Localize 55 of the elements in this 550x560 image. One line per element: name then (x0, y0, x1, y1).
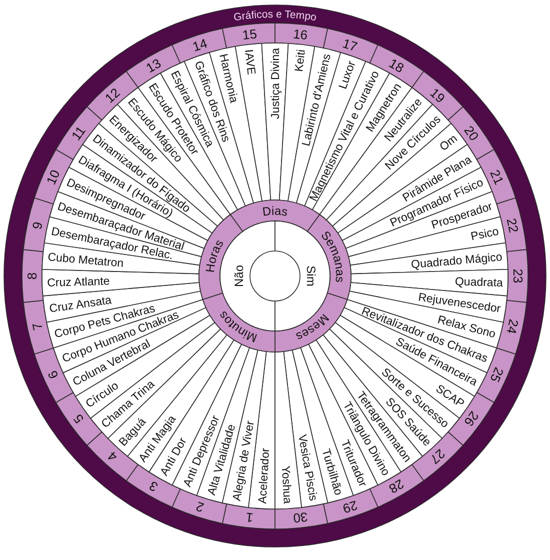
number-label: 2 (194, 498, 206, 516)
number-segment (222, 504, 276, 530)
number-label: 8 (24, 272, 40, 280)
number-label: 17 (340, 36, 360, 54)
number-label: 15 (242, 26, 258, 43)
number-label: 18 (386, 56, 406, 76)
number-label: 6 (44, 368, 62, 382)
sector-label: Justiça Divina (270, 48, 282, 119)
number-label: 22 (504, 216, 522, 234)
answer-label: Sim (304, 266, 318, 286)
sector-label: IAVE (242, 48, 257, 76)
number-label: 27 (427, 446, 448, 467)
number-label: 11 (68, 123, 88, 144)
number-label: 23 (510, 268, 526, 284)
number-label: 21 (487, 168, 507, 187)
number-label: 4 (104, 448, 120, 465)
number-label: 13 (144, 56, 164, 76)
number-segment (274, 504, 328, 530)
number-label: 30 (292, 509, 308, 526)
number-label: 25 (487, 365, 507, 384)
sector-label: Acelerador (257, 448, 272, 504)
sector-label: Cubo Metatron (47, 252, 124, 270)
number-label: 24 (504, 318, 522, 336)
chart-title: Gráficos e Tempo (232, 8, 318, 24)
sector-label: Harmonia (216, 52, 240, 104)
number-label: 5 (70, 411, 87, 426)
sector-label: Cruz Atlante (46, 276, 110, 290)
sector-label: Yoshua (278, 465, 293, 504)
number-label: 9 (29, 220, 46, 231)
number-label: 16 (292, 26, 308, 43)
ring-label: Dias (262, 204, 289, 219)
number-label: 28 (386, 476, 406, 496)
number-label: 7 (29, 321, 46, 332)
number-label: 10 (43, 168, 63, 187)
sector-label: Quadrata (454, 276, 504, 290)
number-label: 20 (461, 122, 482, 144)
number-label: 14 (190, 36, 210, 54)
number-label: 1 (245, 510, 254, 526)
number-label: 3 (146, 478, 160, 495)
sector-label: Luxor (337, 60, 358, 91)
sector-label: Keiti (294, 48, 308, 73)
sector-label: Om (438, 132, 460, 154)
number-label: 12 (102, 85, 123, 106)
ring-segment (230, 200, 320, 232)
sector-label: Turbilhão (319, 448, 344, 497)
ring-segment (198, 214, 244, 300)
sector-label: Vesica Piscis (296, 434, 319, 502)
number-segment (22, 249, 44, 303)
sector-label: Cruz Ansata (48, 294, 112, 316)
number-label: 19 (427, 85, 448, 106)
number-label: 29 (340, 498, 360, 516)
sector-label: Quadrado Mágico (410, 252, 503, 272)
sector-label: Psico (470, 226, 500, 244)
answer-label: Não (232, 265, 246, 287)
number-label: 26 (461, 408, 482, 430)
